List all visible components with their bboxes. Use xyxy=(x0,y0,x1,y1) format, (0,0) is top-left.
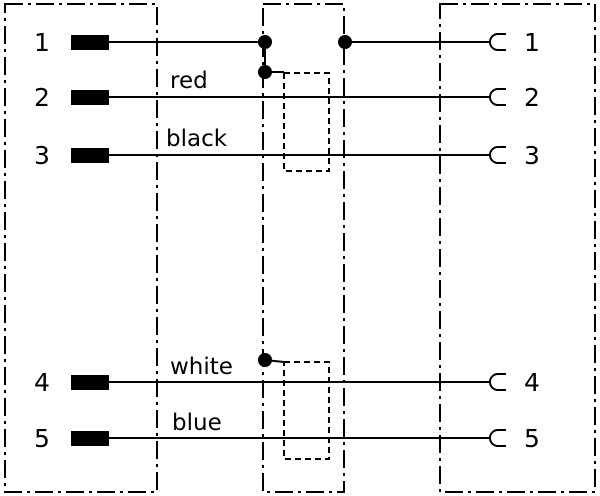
right-pin-number: 2 xyxy=(524,83,540,112)
right-pin-number: 4 xyxy=(524,368,540,397)
left-pin-number: 3 xyxy=(34,141,50,170)
female-socket-icon xyxy=(489,146,506,164)
right-pin-number: 5 xyxy=(524,424,540,453)
male-pin-contact xyxy=(71,148,109,163)
junction-dot xyxy=(258,35,272,49)
shield-boxes xyxy=(283,72,330,460)
male-pin-contact xyxy=(71,90,109,105)
female-socket-icon xyxy=(489,373,506,391)
shield-pair-top xyxy=(283,72,330,172)
left-pin-number: 1 xyxy=(34,28,50,57)
male-pin-contact xyxy=(71,35,109,50)
wire-label-blue: blue xyxy=(172,410,222,436)
right-pin-number: 1 xyxy=(524,28,540,57)
junction-dot xyxy=(258,353,272,367)
right-pin-number: 3 xyxy=(524,141,540,170)
left-pin-number: 5 xyxy=(34,424,50,453)
male-pin-contact xyxy=(71,431,109,446)
wires xyxy=(108,35,490,439)
wire-label-black: black xyxy=(166,126,228,152)
left-pin-number: 4 xyxy=(34,368,50,397)
male-pin-contact xyxy=(71,375,109,390)
female-socket-icon xyxy=(489,88,506,106)
shield-pair-bottom xyxy=(283,361,330,460)
left-pin-number: 2 xyxy=(34,83,50,112)
middle-cable-box xyxy=(262,3,345,493)
female-socket-icon xyxy=(489,33,506,51)
junction-dot xyxy=(338,35,352,49)
female-socket-icon xyxy=(489,429,506,447)
junction-dot xyxy=(258,65,272,79)
wire-label-red: red xyxy=(170,68,208,94)
left-connector-box xyxy=(4,3,158,493)
wire-label-white: white xyxy=(170,354,233,380)
right-connector-box xyxy=(439,3,596,493)
